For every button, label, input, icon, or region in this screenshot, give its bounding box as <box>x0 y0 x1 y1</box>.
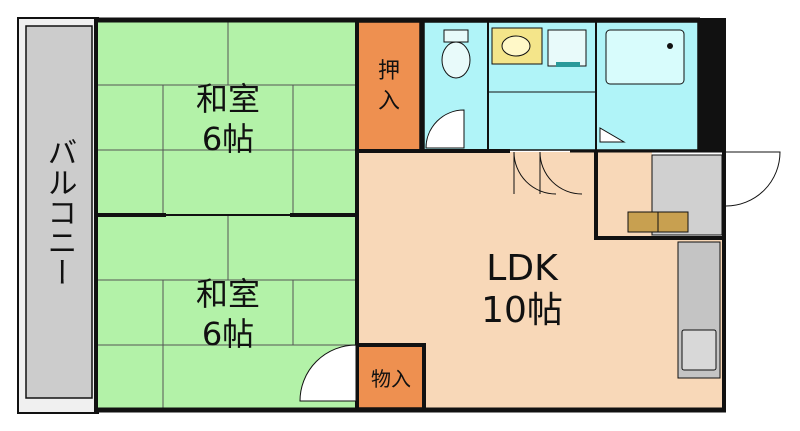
ldk-name: LDK <box>486 248 559 289</box>
oshiire-label-2: 入 <box>378 89 400 114</box>
toilet-room <box>423 21 489 151</box>
balcony-label: バルコニー <box>42 137 77 287</box>
washroom <box>487 21 597 151</box>
ldk-area <box>358 152 724 408</box>
washitsu-bottom-labels: 和室 6帖 <box>196 275 260 353</box>
washitsu-bottom-name: 和室 <box>196 275 260 313</box>
ldk-labels: LDK 10帖 <box>481 248 563 331</box>
monoire: 物入 <box>357 344 425 409</box>
washitsu-top <box>98 22 358 215</box>
ldk-size: 10帖 <box>481 290 563 331</box>
washitsu-top-size: 6帖 <box>202 120 254 158</box>
walls <box>94 17 726 413</box>
oshiire: 押 入 <box>357 21 421 151</box>
monoire-label: 物入 <box>371 367 411 391</box>
washitsu-top-name: 和室 <box>196 80 260 118</box>
balcony: バルコニー <box>17 17 99 414</box>
washitsu-bottom-size: 6帖 <box>202 315 254 353</box>
bathroom <box>595 21 699 151</box>
oshiire-label-1: 押 <box>378 59 400 84</box>
doors <box>95 85 781 402</box>
washitsu-top-labels: 和室 6帖 <box>196 80 260 158</box>
sink <box>681 329 717 371</box>
